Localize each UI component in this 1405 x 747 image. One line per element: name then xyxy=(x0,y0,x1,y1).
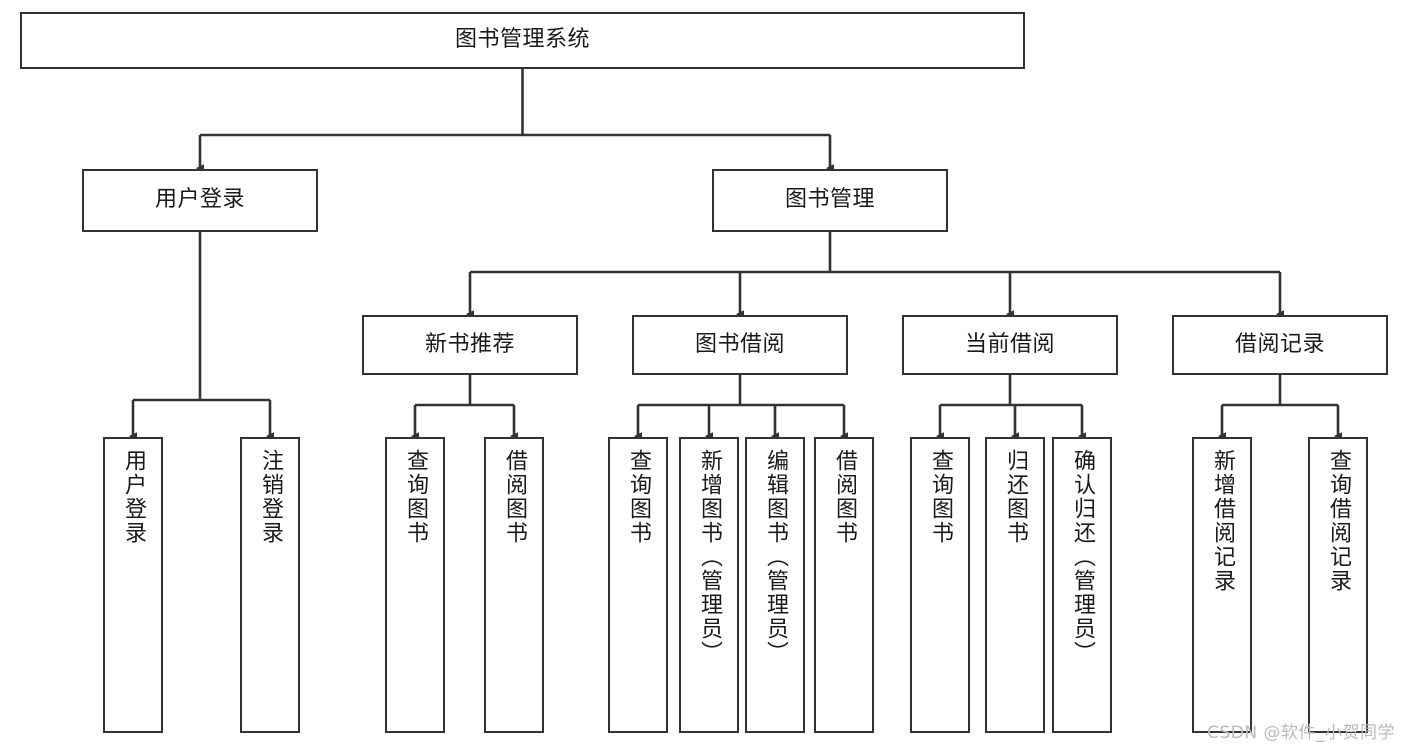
node-leaf-3[interactable]: 查询图书 xyxy=(385,437,445,733)
node-leaf-12[interactable]: 新增借阅记录 xyxy=(1192,437,1252,733)
node-label: 新书推荐 xyxy=(424,331,515,357)
node-label: 确认归还（管理员） xyxy=(1070,449,1095,665)
node-leaf-9[interactable]: 查询图书 xyxy=(910,437,970,733)
node-leaf-8[interactable]: 借阅图书 xyxy=(814,437,874,733)
node-label: 当前借阅 xyxy=(964,331,1055,357)
node-root[interactable]: 图书管理系统 xyxy=(20,12,1025,69)
node-label: 图书管理 xyxy=(784,187,875,213)
node-label: 用户登录 xyxy=(154,187,245,213)
node-leaf-11[interactable]: 确认归还（管理员） xyxy=(1052,437,1112,733)
node-label: 用户登录 xyxy=(121,449,146,545)
node-leaf-6[interactable]: 新增图书（管理员） xyxy=(679,437,739,733)
node-label: 新增借阅记录 xyxy=(1210,449,1235,593)
node-leaf-7[interactable]: 编辑图书（管理员） xyxy=(745,437,805,733)
node-label: 图书借阅 xyxy=(694,331,785,357)
node-book-manage[interactable]: 图书管理 xyxy=(712,169,948,232)
node-leaf-1[interactable]: 用户登录 xyxy=(103,437,163,733)
node-label: 编辑图书（管理员） xyxy=(763,449,788,665)
node-label: 归还图书 xyxy=(1003,449,1028,545)
node-label: 注销登录 xyxy=(258,449,283,545)
node-cur-borrow[interactable]: 当前借阅 xyxy=(902,315,1118,375)
node-leaf-4[interactable]: 借阅图书 xyxy=(484,437,544,733)
node-label: 新增图书（管理员） xyxy=(697,449,722,665)
node-label: 图书管理系统 xyxy=(454,27,590,53)
node-label: 借阅图书 xyxy=(502,449,527,545)
node-leaf-13[interactable]: 查询借阅记录 xyxy=(1308,437,1368,733)
node-leaf-2[interactable]: 注销登录 xyxy=(240,437,300,733)
node-new-book-rec[interactable]: 新书推荐 xyxy=(362,315,578,375)
watermark-text: CSDN @软件_小贺同学 xyxy=(1207,723,1395,743)
node-label: 借阅图书 xyxy=(832,449,857,545)
node-label: 查询借阅记录 xyxy=(1326,449,1351,593)
node-book-borrow[interactable]: 图书借阅 xyxy=(632,315,848,375)
node-leaf-10[interactable]: 归还图书 xyxy=(985,437,1045,733)
node-label: 借阅记录 xyxy=(1234,331,1325,357)
node-label: 查询图书 xyxy=(928,449,953,545)
node-label: 查询图书 xyxy=(403,449,428,545)
node-user-login[interactable]: 用户登录 xyxy=(82,169,318,232)
node-borrow-record[interactable]: 借阅记录 xyxy=(1172,315,1388,375)
node-leaf-5[interactable]: 查询图书 xyxy=(608,437,668,733)
node-label: 查询图书 xyxy=(626,449,651,545)
